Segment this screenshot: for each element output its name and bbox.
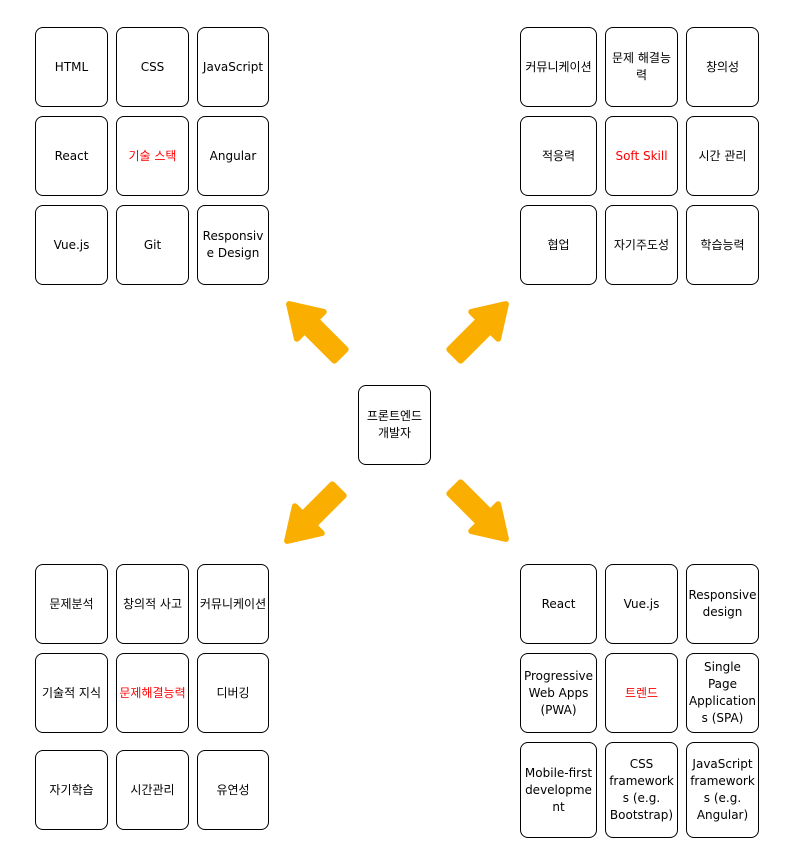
node-label: Responsive Design [202, 229, 264, 260]
node-label: Vue.js [623, 596, 660, 611]
node-label: 문제분석 [49, 596, 94, 611]
node-label: 트렌드 [624, 685, 659, 700]
node-soft-skill-6[interactable]: 협업 [520, 205, 597, 285]
node-label: 커뮤니케이션 [525, 59, 592, 74]
arrow-up-left-icon [286, 301, 349, 364]
node-label: CSS frameworks (e.g. Bootstrap) [609, 757, 674, 822]
node-label: Responsive design [688, 588, 757, 619]
node-soft-skill-7[interactable]: 자기주도성 [605, 205, 678, 285]
node-label: 기술적 지식 [41, 685, 101, 700]
node-label: Git [143, 237, 162, 252]
node-soft-skill-2[interactable]: 창의성 [686, 27, 759, 107]
node-label: 커뮤니케이션 [199, 596, 267, 611]
node-tech-stack-3[interactable]: React [35, 116, 108, 196]
node-problem-solving-3[interactable]: 기술적 지식 [35, 653, 108, 733]
node-label: 시간관리 [130, 782, 175, 797]
node-problem-solving-6[interactable]: 자기학습 [35, 750, 108, 830]
node-trend-1[interactable]: Vue.js [605, 564, 678, 644]
arrow-down-left-icon [284, 481, 347, 544]
node-label: JavaScript [202, 59, 264, 74]
node-trend-5[interactable]: Single Page Applications (SPA) [686, 653, 759, 733]
node-soft-skill-3[interactable]: 적응력 [520, 116, 597, 196]
topic-tech-stack[interactable]: 기술 스택 [116, 116, 189, 196]
node-label: 시간 관리 [698, 148, 747, 163]
node-trend-3[interactable]: Progressive Web Apps (PWA) [520, 653, 597, 733]
node-label: 유연성 [216, 782, 250, 797]
node-label: 문제해결능력 [119, 685, 186, 700]
node-label: JavaScript frameworks (e.g. Angular) [690, 757, 755, 822]
central-topic-label: 프론트엔드 개발자 [366, 409, 423, 440]
node-trend-6[interactable]: Mobile-first development [520, 742, 597, 838]
arrow-down-right-icon [446, 479, 509, 542]
node-trend-2[interactable]: Responsive design [686, 564, 759, 644]
node-label: Angular [209, 148, 257, 163]
arrow-up-right-icon [446, 301, 509, 364]
node-label: 자기학습 [49, 782, 94, 797]
node-soft-skill-1[interactable]: 문제 해결능력 [605, 27, 678, 107]
topic-trend[interactable]: 트렌드 [605, 653, 678, 733]
node-tech-stack-6[interactable]: Vue.js [35, 205, 108, 285]
node-problem-solving-8[interactable]: 유연성 [197, 750, 269, 830]
node-problem-solving-1[interactable]: 창의적 사고 [116, 564, 189, 644]
topic-soft-skill[interactable]: Soft Skill [605, 116, 678, 196]
node-label: Progressive Web Apps (PWA) [523, 668, 594, 717]
node-label: HTML [54, 59, 89, 74]
node-tech-stack-2[interactable]: JavaScript [197, 27, 269, 107]
node-problem-solving-2[interactable]: 커뮤니케이션 [197, 564, 269, 644]
node-label: 협업 [547, 237, 570, 252]
node-label: 기술 스택 [128, 148, 177, 163]
node-label: Soft Skill [615, 148, 668, 163]
node-label: 문제 해결능력 [611, 51, 671, 82]
node-soft-skill-8[interactable]: 학습능력 [686, 205, 759, 285]
node-tech-stack-1[interactable]: CSS [116, 27, 189, 107]
node-label: 학습능력 [700, 237, 745, 252]
node-label: 창의적 사고 [122, 596, 182, 611]
node-tech-stack-5[interactable]: Angular [197, 116, 269, 196]
node-soft-skill-0[interactable]: 커뮤니케이션 [520, 27, 597, 107]
node-trend-7[interactable]: CSS frameworks (e.g. Bootstrap) [605, 742, 678, 838]
node-label: Vue.js [53, 237, 90, 252]
node-label: Mobile-first development [524, 765, 593, 814]
node-label: React [54, 148, 89, 163]
node-label: 적응력 [541, 148, 576, 163]
node-problem-solving-7[interactable]: 시간관리 [116, 750, 189, 830]
node-label: 디버깅 [216, 685, 250, 700]
node-tech-stack-7[interactable]: Git [116, 205, 189, 285]
node-tech-stack-8[interactable]: Responsive Design [197, 205, 269, 285]
node-problem-solving-0[interactable]: 문제분석 [35, 564, 108, 644]
central-topic[interactable]: 프론트엔드 개발자 [358, 385, 431, 465]
node-label: Single Page Applications (SPA) [688, 660, 757, 725]
topic-problem-solving[interactable]: 문제해결능력 [116, 653, 189, 733]
node-label: 창의성 [705, 59, 740, 74]
node-label: React [541, 596, 576, 611]
node-soft-skill-5[interactable]: 시간 관리 [686, 116, 759, 196]
node-trend-8[interactable]: JavaScript frameworks (e.g. Angular) [686, 742, 759, 838]
node-tech-stack-0[interactable]: HTML [35, 27, 108, 107]
node-problem-solving-5[interactable]: 디버깅 [197, 653, 269, 733]
node-label: 자기주도성 [613, 237, 670, 252]
node-trend-0[interactable]: React [520, 564, 597, 644]
node-label: CSS [140, 59, 165, 74]
